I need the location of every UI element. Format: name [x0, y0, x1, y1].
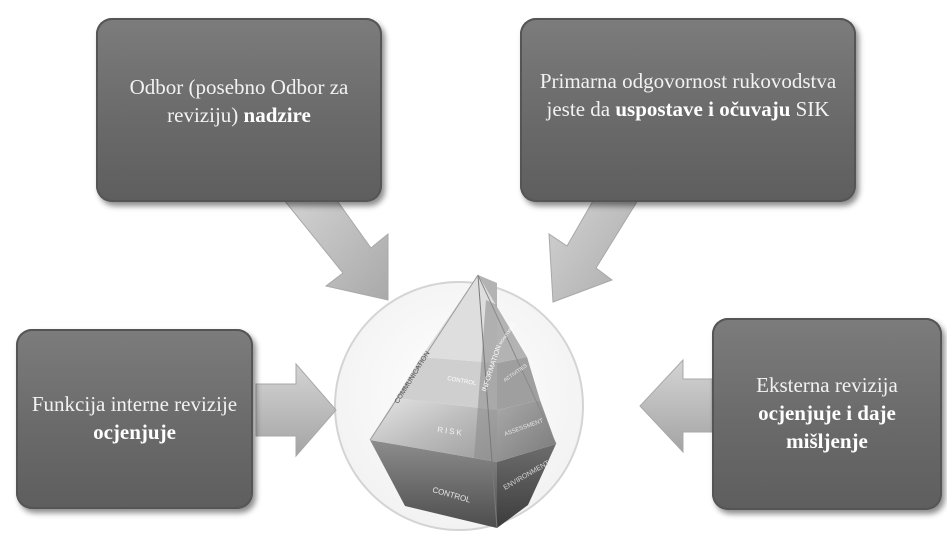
- internal-audit-text: Funkcija interne revizije ocjenjuje: [31, 392, 238, 444]
- pyramid-label-mid-front: RISK: [437, 425, 465, 438]
- pyramid-top-front: [421, 275, 497, 363]
- pyramid-mid-front: [370, 398, 497, 462]
- management-responsibility-bold: uspostave i očuvaju: [615, 96, 791, 121]
- pyramid-top-side: [478, 275, 527, 363]
- board-oversight-text: Odbor (posebno Odbor za reviziju) nadzir…: [129, 75, 349, 127]
- pyramid-mid-side: [497, 400, 556, 462]
- board-oversight-box: Odbor (posebno Odbor za reviziju) nadzir…: [96, 18, 382, 202]
- external-audit-box: Eksterna revizija ocjenjuje i daje mišlj…: [712, 318, 942, 510]
- pyramid-base-side: [497, 444, 556, 528]
- management-responsibility-box: Primarna odgovornost rukovodstva jeste d…: [520, 18, 856, 202]
- pyramid-label-upper-front: CONTROL: [447, 376, 478, 387]
- arrow-left: [255, 362, 337, 458]
- pyramid-base-front: [370, 440, 497, 528]
- external-audit-text: Eksterna revizija ocjenjuje i daje mišlj…: [756, 373, 898, 453]
- external-audit-bold: ocjenjuje i daje mišljenje: [758, 401, 896, 453]
- board-oversight-bold: nadzire: [243, 102, 311, 127]
- arrow-right: [639, 358, 713, 454]
- internal-audit-bold: ocjenjuje: [93, 420, 176, 444]
- pyramid-upper-front: [396, 357, 497, 410]
- coso-pyramid: CONTROL ENVIRONMENT RISK ASSESSMENT CONT…: [369, 274, 557, 529]
- pyramid-upper-side: [497, 357, 540, 410]
- internal-audit-box: Funkcija interne revizije ocjenjuje: [16, 329, 253, 509]
- management-responsibility-text: Primarna odgovornost rukovodstva jeste d…: [539, 69, 837, 121]
